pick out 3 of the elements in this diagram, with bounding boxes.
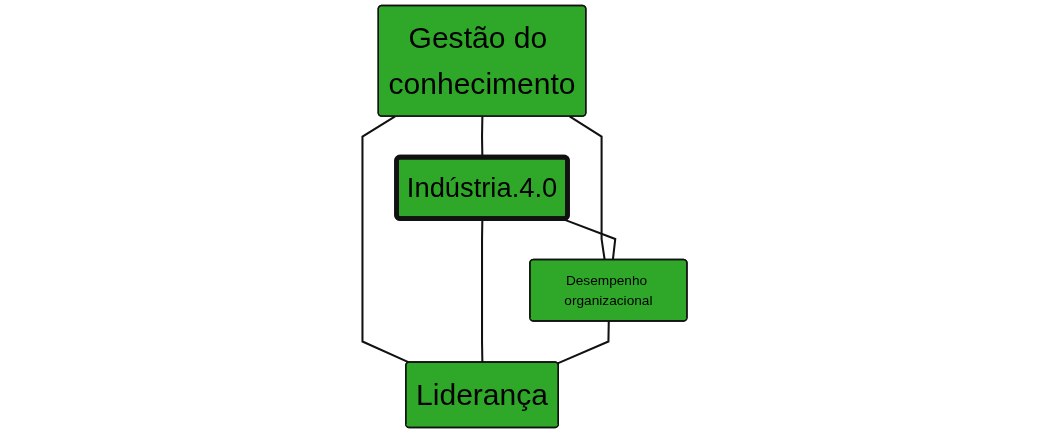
connector bbox=[568, 115, 606, 260]
connector bbox=[557, 321, 610, 365]
connector bbox=[361, 115, 410, 364]
